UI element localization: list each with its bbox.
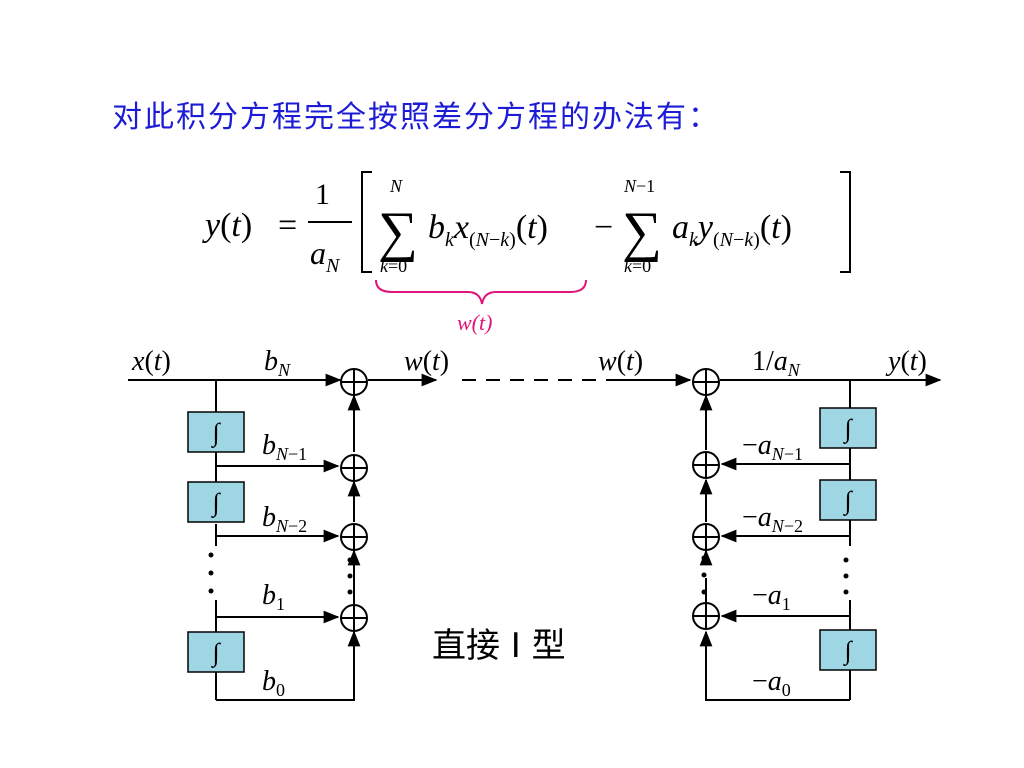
right-network [606, 373, 942, 701]
label-aN-1: −aN−1 [742, 430, 803, 464]
integrator-icon [819, 407, 877, 449]
underbrace [375, 279, 587, 305]
label-x: x(t) [131, 346, 171, 377]
label-w-left: w(t) [404, 346, 449, 377]
adder-icon [340, 523, 368, 551]
svg-text:aN: aN [310, 235, 341, 277]
label-aN-2: −aN−2 [742, 502, 803, 536]
svg-text:1: 1 [315, 178, 330, 211]
left-network [128, 373, 438, 701]
svg-text:bkx(N−k)(t): bkx(N−k)(t) [428, 209, 548, 251]
ellipsis-right [701, 555, 849, 595]
label-a0: −a0 [752, 666, 791, 700]
label-bN-2: bN−2 [262, 502, 307, 536]
adder-icon [692, 602, 720, 630]
svg-text:k=0: k=0 [624, 256, 651, 276]
adder-icon [692, 451, 720, 479]
integrator-icon [187, 631, 245, 673]
integrator-icon [819, 479, 877, 521]
heading: 对此积分方程完全按照差分方程的办法有： [112, 100, 720, 135]
label-y: y(t) [885, 346, 927, 377]
adder-icon [692, 523, 720, 551]
svg-text:y(t): y(t) [202, 207, 252, 244]
left-labels: x(t) bN w(t) bN−1 bN−2 b1 b0 [131, 346, 449, 700]
label-b1: b1 [262, 580, 285, 614]
adder-icon [340, 454, 368, 482]
adder-icon [340, 604, 368, 632]
label-bN-1: bN−1 [262, 430, 307, 464]
svg-text:∑: ∑ [622, 201, 662, 263]
svg-text:aky(N−k)(t): aky(N−k)(t) [672, 209, 792, 251]
integrator-icon [187, 411, 245, 453]
svg-text:=: = [278, 207, 297, 244]
integrator-icon [819, 629, 877, 671]
svg-text:k=0: k=0 [380, 256, 407, 276]
ellipsis-left [208, 552, 353, 595]
svg-text:N: N [389, 176, 403, 196]
brace-label: w(t) [457, 310, 492, 335]
equation: y(t) = 1 aN N ∑ k=0 bkx(N−k)(t) − N−1 ∑ … [202, 171, 851, 277]
adder-icon [340, 368, 368, 396]
integrator-icon [187, 481, 245, 523]
adder-icon [692, 368, 720, 396]
right-labels: w(t) 1/aN y(t) −aN−1 −aN−2 −a1 −a0 [598, 346, 927, 700]
svg-text:N−1: N−1 [623, 176, 655, 196]
svg-text:∑: ∑ [378, 201, 418, 263]
label-bN: bN [264, 346, 291, 380]
label-w-right: w(t) [598, 346, 643, 377]
svg-text:−: − [594, 209, 613, 246]
label-inv-aN: 1/aN [752, 346, 801, 380]
label-b0: b0 [262, 666, 285, 700]
label-a1: −a1 [752, 580, 791, 614]
caption: 直接 I 型 [432, 626, 566, 666]
